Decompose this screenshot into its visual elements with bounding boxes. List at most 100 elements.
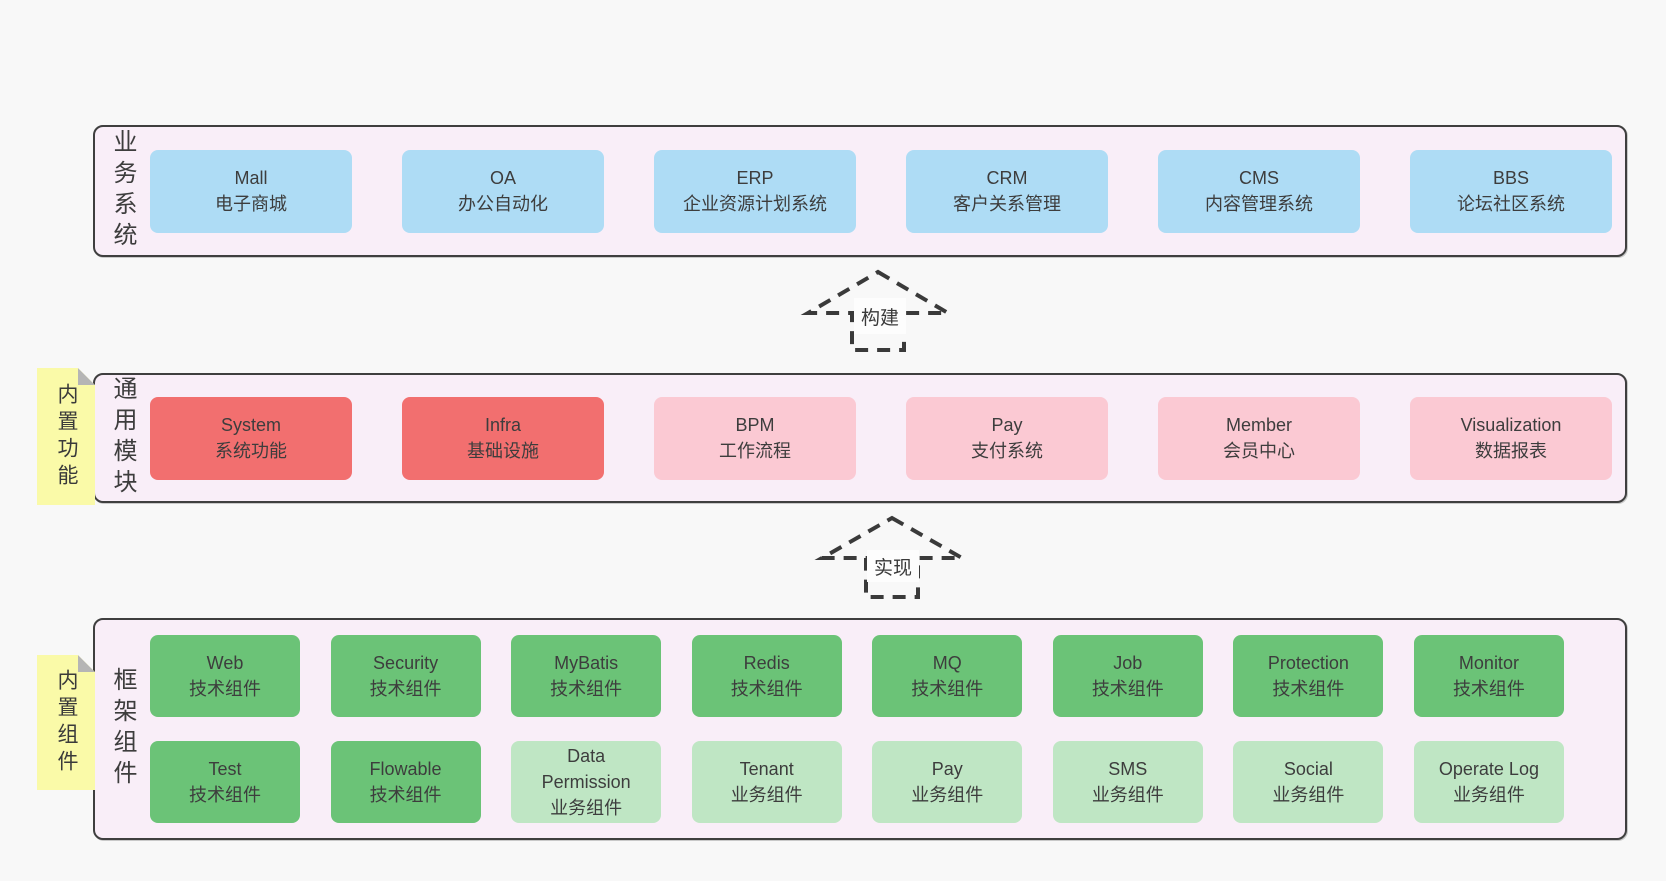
module-box-title: Monitor <box>1458 653 1519 673</box>
module-box-protection: Protection 技术组件 <box>1233 635 1384 717</box>
module-box-title: Visualization <box>1460 415 1562 435</box>
sticky-note-built-in-features: 内置功能 <box>37 368 95 505</box>
module-box-subtitle: 办公自动化 <box>458 194 548 214</box>
module-box-subtitle: 业务组件 <box>1272 785 1345 805</box>
module-box-title: SMS <box>1108 759 1148 779</box>
module-box-subtitle: 业务组件 <box>1091 785 1164 805</box>
module-box-operate-log: Operate Log 业务组件 <box>1413 741 1564 823</box>
module-box-redis: Redis 技术组件 <box>691 635 842 717</box>
layer-label-common-modules: 通用模块 <box>109 376 136 500</box>
module-box-subtitle: 电子商城 <box>215 194 287 214</box>
module-box-subtitle: 技术组件 <box>189 785 261 805</box>
module-box-subtitle: 技术组件 <box>550 679 623 699</box>
module-box-title: Web <box>206 653 244 673</box>
sticky-note-text: 内置功能 <box>55 382 78 491</box>
module-box-title: Pay <box>931 759 963 779</box>
module-box-subtitle: 技术组件 <box>1452 679 1525 699</box>
module-box-subtitle: 技术组件 <box>369 679 442 699</box>
module-box-oa: OA 办公自动化 <box>402 149 604 233</box>
module-box-title: Security <box>373 653 439 673</box>
module-box-data-permission: Data Permission 业务组件 <box>511 741 662 823</box>
sticky-note-text: 内置组件 <box>55 668 78 777</box>
module-box-title: BBS <box>1492 168 1530 188</box>
module-box-security: Security 技术组件 <box>330 635 481 717</box>
module-box-title: Redis <box>743 653 790 673</box>
module-box-test: Test 技术组件 <box>150 741 300 823</box>
module-box-system: System 系统功能 <box>150 396 352 480</box>
module-box-title: Protection <box>1267 653 1349 673</box>
module-box-subtitle: 技术组件 <box>369 785 442 805</box>
module-box-subtitle: 会员中心 <box>1223 441 1295 461</box>
module-box-title: Tenant <box>739 759 794 779</box>
module-box-crm: CRM 客户关系管理 <box>906 149 1108 233</box>
module-box-subtitle: 企业资源计划系统 <box>683 194 827 214</box>
module-box-title: MQ <box>932 653 962 673</box>
module-box-subtitle: 内容管理系统 <box>1205 194 1313 214</box>
module-box-title: Data Permission <box>541 746 631 792</box>
module-box-title: System <box>220 415 281 435</box>
module-box-pay: Pay 业务组件 <box>872 741 1023 823</box>
module-box-subtitle: 技术组件 <box>730 679 803 699</box>
module-box-subtitle: 系统功能 <box>215 441 287 461</box>
module-box-visualization: Visualization 数据报表 <box>1410 396 1612 480</box>
layer-label-framework-components: 框架组件 <box>109 667 136 791</box>
module-box-subtitle: 数据报表 <box>1475 441 1547 461</box>
sticky-fold-corner <box>78 368 95 385</box>
module-box-title: Flowable <box>369 759 442 779</box>
module-box-subtitle: 工作流程 <box>719 441 791 461</box>
module-box-subtitle: 业务组件 <box>730 785 803 805</box>
module-box-tenant: Tenant 业务组件 <box>691 741 842 823</box>
module-box-title: Operate Log <box>1438 759 1539 779</box>
module-box-flowable: Flowable 技术组件 <box>330 741 481 823</box>
module-box-title: MyBatis <box>554 653 619 673</box>
module-box-title: OA <box>489 168 516 188</box>
module-box-subtitle: 业务组件 <box>911 785 984 805</box>
implement-arrow-label: 实现 <box>867 550 919 582</box>
module-box-subtitle: 客户关系管理 <box>953 194 1061 214</box>
module-box-mybatis: MyBatis 技术组件 <box>511 635 662 717</box>
module-box-member: Member 会员中心 <box>1158 396 1360 480</box>
module-box-infra: Infra 基础设施 <box>402 396 604 480</box>
module-box-subtitle: 技术组件 <box>911 679 984 699</box>
module-box-title: Mall <box>234 168 268 188</box>
module-box-subtitle: 技术组件 <box>1091 679 1164 699</box>
module-box-title: Pay <box>991 415 1023 435</box>
module-box-subtitle: 基础设施 <box>467 441 539 461</box>
layer-label-business-systems: 业务系统 <box>109 129 136 253</box>
module-box-subtitle: 业务组件 <box>1452 785 1525 805</box>
module-box-title: CRM <box>986 168 1028 188</box>
module-box-subtitle: 业务组件 <box>550 798 623 818</box>
implement-arrow-icon <box>814 515 970 599</box>
build-arrow-icon <box>800 269 956 352</box>
module-box-title: Job <box>1113 653 1143 673</box>
module-box-sms: SMS 业务组件 <box>1052 741 1203 823</box>
sticky-note-built-in-components: 内置组件 <box>37 655 95 790</box>
module-box-cms: CMS 内容管理系统 <box>1158 149 1360 233</box>
module-box-subtitle: 技术组件 <box>1272 679 1345 699</box>
module-box-title: BPM <box>735 415 775 435</box>
module-box-title: Infra <box>484 415 522 435</box>
module-box-mq: MQ 技术组件 <box>872 635 1023 717</box>
module-box-job: Job 技术组件 <box>1052 635 1203 717</box>
module-box-title: CMS <box>1239 168 1279 188</box>
module-box-bpm: BPM 工作流程 <box>654 396 856 480</box>
module-box-title: Member <box>1225 415 1292 435</box>
module-box-title: Test <box>208 759 242 779</box>
module-box-mall: Mall 电子商城 <box>150 149 352 233</box>
module-box-title: Social <box>1283 759 1333 779</box>
module-box-subtitle: 论坛社区系统 <box>1457 194 1565 214</box>
